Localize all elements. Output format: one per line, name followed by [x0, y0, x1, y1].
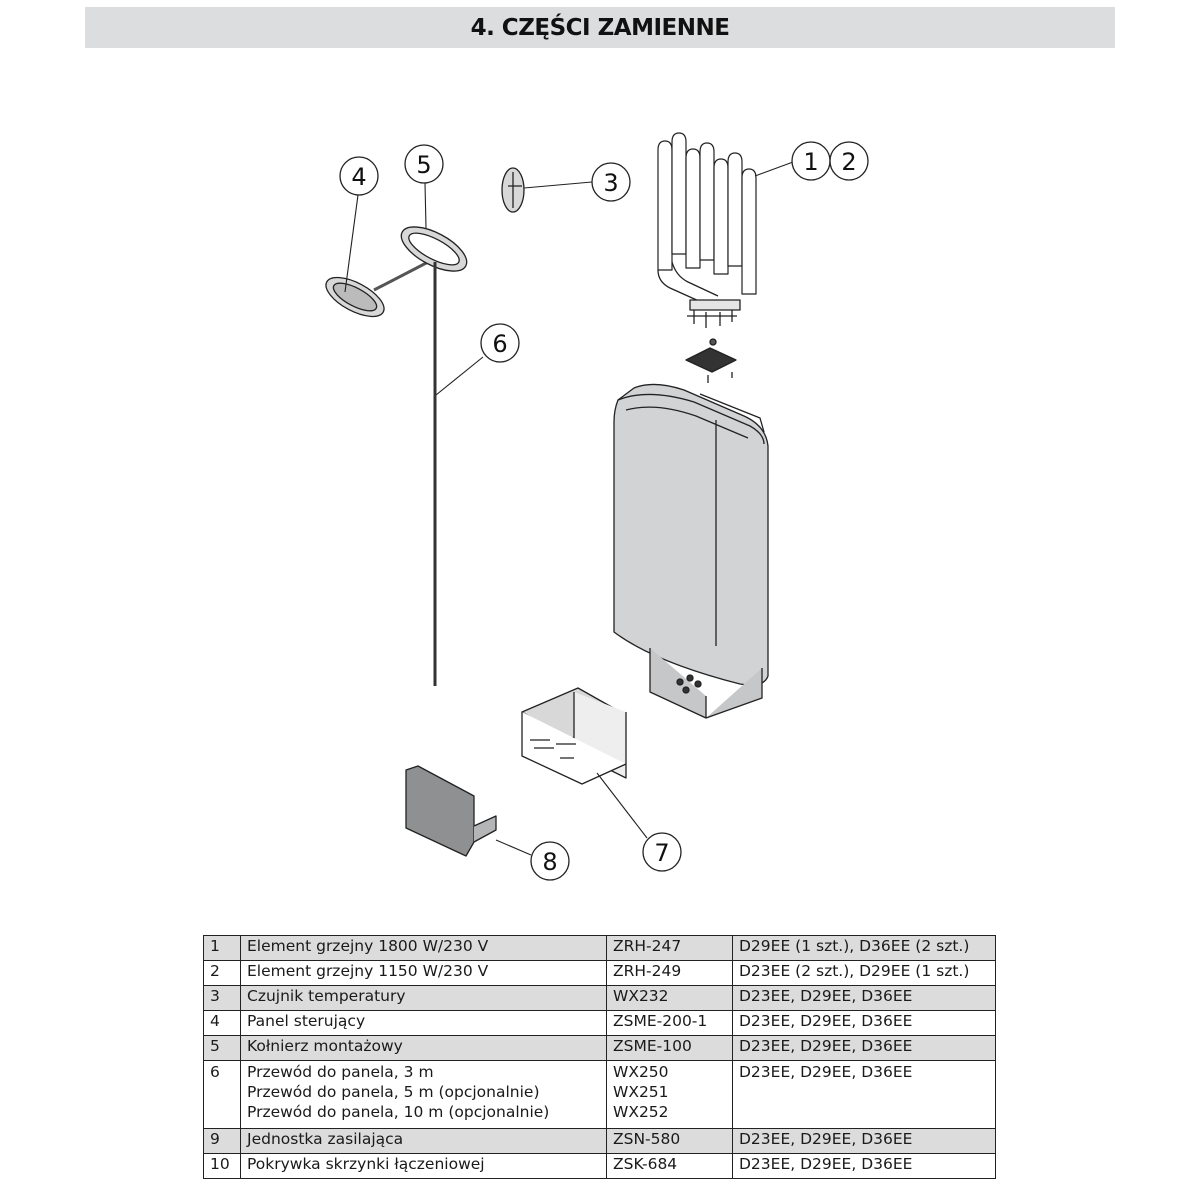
parts-table-row: 3 Czujnik temperatury WX232 D23EE, D29EE, D…	[203, 985, 996, 1011]
parts-table-row: 9 Jednostka zasilająca ZSN-580 D23EE, D29EE…	[203, 1128, 996, 1154]
part-code-line: ZRH-249	[613, 962, 682, 980]
leader-line-8	[495, 839, 532, 856]
parts-table-row: 1 Element grzejny 1800 W/230 V ZRH-247 D29E…	[203, 935, 996, 961]
callout-circle-4	[339, 156, 379, 196]
part-description-line: Element grzejny 1800 W/230 V	[247, 937, 489, 955]
leader-line-4	[344, 194, 359, 293]
spare-parts-table: 1 Element grzejny 1800 W/230 V ZRH-247 D29E…	[203, 935, 996, 1179]
part-description-line: Kołnierz montażowy	[247, 1037, 403, 1055]
part-code-line: ZSME-100	[613, 1037, 692, 1055]
callout-circle-5	[404, 144, 444, 184]
compatible-models-cell: D23EE, D29EE, D36EE	[732, 1010, 996, 1036]
part-description-cell: Przewód do panela, 3 m Przewód do panela,…	[240, 1060, 607, 1129]
part-code-cell: ZSN-580	[606, 1128, 733, 1154]
compatible-models-cell: D23EE (2 szt.), D29EE (1 szt.)	[732, 960, 996, 986]
callout-circle-7	[642, 832, 682, 872]
heating-element-part	[657, 132, 757, 383]
part-description-cell: Kołnierz montażowy	[240, 1035, 607, 1061]
part-number-cell: 5	[203, 1035, 241, 1061]
part-code-cell: ZSME-100	[606, 1035, 733, 1061]
part-number-cell: 6	[203, 1060, 241, 1129]
compatible-models-cell: D23EE, D29EE, D36EE	[732, 1153, 996, 1179]
part-description-cell: Pokrywka skrzynki łączeniowej	[240, 1153, 607, 1179]
panel-cable-segment	[373, 258, 433, 292]
mounting-flange-part	[400, 226, 468, 272]
parts-table-row: 10 Pokrywka skrzynki łączeniowej ZSK-684 D2…	[203, 1153, 996, 1179]
part-description-line: Czujnik temperatury	[247, 987, 406, 1005]
callout-label-8: 8	[542, 848, 557, 876]
part-description-cell: Panel sterujący	[240, 1010, 607, 1036]
compatible-models-cell: D29EE (1 szt.), D36EE (2 szt.)	[732, 935, 996, 961]
junction-box-cover-part	[405, 765, 497, 857]
power-unit-part	[521, 687, 627, 785]
leader-line-5	[424, 182, 427, 229]
compatible-models-cell: D23EE, D29EE, D36EE	[732, 1128, 996, 1154]
part-number-cell: 4	[203, 1010, 241, 1036]
callout-label-4: 4	[351, 163, 366, 191]
exploded-parts-diagram: 1 2 3 4 5 6 7 8	[325, 132, 869, 881]
callout-label-7: 7	[654, 839, 669, 867]
part-number-cell: 9	[203, 1128, 241, 1154]
part-code-cell: ZSK-684	[606, 1153, 733, 1179]
part-code-line: WX232	[613, 987, 669, 1005]
part-description-line: Przewód do panela, 3 m	[247, 1063, 434, 1081]
control-panel-part	[325, 276, 385, 318]
part-number-cell: 3	[203, 985, 241, 1011]
leader-line-3	[523, 181, 593, 189]
callout-circle-2	[829, 141, 869, 181]
part-description-cell: Element grzejny 1150 W/230 V	[240, 960, 607, 986]
callout-label-6: 6	[492, 330, 507, 358]
part-code-cell: ZRH-247	[606, 935, 733, 961]
callout-circle-8	[530, 841, 570, 881]
compatible-models-cell: D23EE, D29EE, D36EE	[732, 1035, 996, 1061]
callout-label-5: 5	[416, 151, 431, 179]
part-description-cell: Jednostka zasilająca	[240, 1128, 607, 1154]
part-description-line: Element grzejny 1150 W/230 V	[247, 962, 489, 980]
part-number-cell: 1	[203, 935, 241, 961]
part-code-line: WX250	[613, 1063, 669, 1081]
part-description-cell: Czujnik temperatury	[240, 985, 607, 1011]
part-description-line: Pokrywka skrzynki łączeniowej	[247, 1155, 485, 1173]
compatible-models-cell: D23EE, D29EE, D36EE	[732, 985, 996, 1011]
part-code-cell: ZSME-200-1	[606, 1010, 733, 1036]
section-title-bar: 4. CZĘŚCI ZAMIENNE	[85, 7, 1115, 48]
part-code-line: ZSN-580	[613, 1130, 681, 1148]
part-code-line: ZSK-684	[613, 1155, 678, 1173]
callout-label-3: 3	[603, 169, 618, 197]
part-code-cell: WX232	[606, 985, 733, 1011]
part-description-cell: Element grzejny 1800 W/230 V	[240, 935, 607, 961]
section-title: 4. CZĘŚCI ZAMIENNE	[470, 14, 730, 41]
part-number-cell: 10	[203, 1153, 241, 1179]
parts-table-row: 5 Kołnierz montażowy ZSME-100 D23EE, D29EE,…	[203, 1035, 996, 1061]
part-code-cell: ZRH-249	[606, 960, 733, 986]
callout-circle-3	[591, 162, 631, 202]
part-code-line: WX252	[613, 1103, 669, 1121]
part-description-line: Przewód do panela, 5 m (opcjonalnie)	[247, 1083, 540, 1101]
parts-table-row: 2 Element grzejny 1150 W/230 V ZRH-249 D23E…	[203, 960, 996, 986]
leader-line-6	[435, 356, 484, 396]
part-code-line: ZRH-247	[613, 937, 682, 955]
callout-label-1: 1	[803, 148, 818, 176]
callout-label-2: 2	[841, 148, 856, 176]
parts-table-row: 4 Panel sterujący ZSME-200-1 D23EE, D29EE, …	[203, 1010, 996, 1036]
heater-body-part	[613, 383, 769, 719]
part-description-line: Przewód do panela, 10 m (opcjonalnie)	[247, 1103, 550, 1121]
temperature-sensor-part	[501, 167, 525, 213]
compatible-models-cell: D23EE, D29EE, D36EE	[732, 1060, 996, 1129]
leader-line-1	[754, 161, 794, 177]
callout-circle-6	[480, 323, 520, 363]
part-number-cell: 2	[203, 960, 241, 986]
part-description-line: Jednostka zasilająca	[247, 1130, 404, 1148]
part-code-line: ZSME-200-1	[613, 1012, 708, 1030]
leader-line-7	[596, 772, 648, 839]
part-code-line: WX251	[613, 1083, 669, 1101]
part-description-line: Panel sterujący	[247, 1012, 366, 1030]
